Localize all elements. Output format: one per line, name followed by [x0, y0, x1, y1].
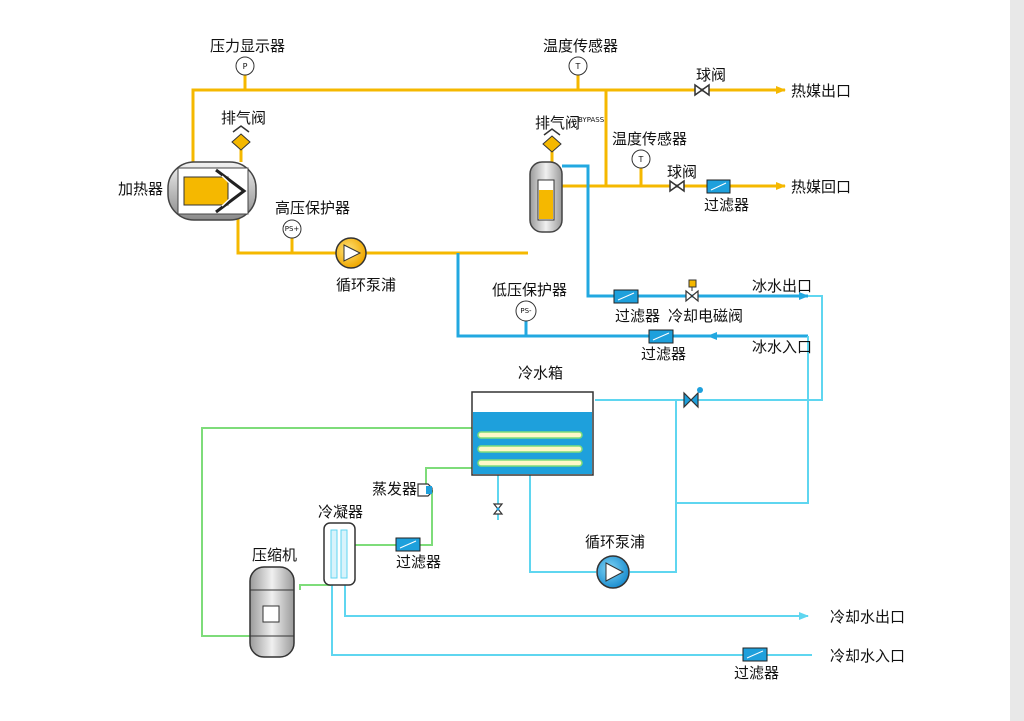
- buffer-tank: [529, 161, 563, 233]
- temperature-gauge-top-icon: T: [568, 56, 588, 76]
- bypass-label: BYPASS: [578, 116, 605, 124]
- ice-water-pipes: [456, 164, 823, 573]
- drain-valve-icon: [492, 503, 504, 515]
- filter-ice-out-label: 过滤器: [615, 307, 660, 325]
- low-pressure-protector-label: 低压保护器: [492, 281, 567, 299]
- filter-ice-out-icon: [613, 289, 639, 304]
- high-pressure-gauge-letter: PS+: [285, 225, 300, 233]
- filter-condenser-icon: [395, 537, 421, 552]
- bypass-valve-icon: [683, 387, 703, 409]
- low-pressure-gauge-icon: PS-: [515, 300, 537, 322]
- temp-sensor-mid-label: 温度传感器: [612, 130, 687, 148]
- cold-water-tank: [471, 391, 594, 476]
- temperature-gauge-top-letter: T: [575, 62, 581, 71]
- labels: 压力显示器 温度传感器 球阀 热媒出口 排气阀 排气阀 BYPASS 温度传感器…: [118, 37, 905, 682]
- filter-ice-in-icon: [648, 329, 674, 344]
- circulation-pump-hot-icon: [335, 237, 367, 269]
- heat-return-label: 热媒回口: [791, 178, 851, 196]
- evaporator-icon: [417, 483, 433, 497]
- ball-valve-mid-label: 球阀: [667, 163, 697, 181]
- cold-tank-label: 冷水箱: [518, 364, 563, 382]
- compressor: [249, 566, 295, 658]
- pressure-display-label: 压力显示器: [210, 37, 285, 55]
- ball-valve-mid-icon: [669, 179, 685, 193]
- cooling-water-inlet-label: 冷却水入口: [830, 647, 905, 665]
- temp-sensor-top-label: 温度传感器: [543, 37, 618, 55]
- heat-outlet-label: 热媒出口: [791, 82, 851, 100]
- condenser: [323, 522, 356, 586]
- filter-cooling-in-icon: [742, 647, 768, 662]
- low-pressure-gauge-letter: PS-: [520, 307, 532, 315]
- page-edge-bar: [1010, 0, 1024, 721]
- ball-valve-top-icon: [694, 83, 710, 97]
- condenser-label: 冷凝器: [318, 503, 363, 521]
- cooling-water-pipes: [331, 582, 812, 659]
- filter-cooling-in-label: 过滤器: [734, 664, 779, 682]
- filter-return-icon: [706, 179, 731, 194]
- filter-ice-in-label: 过滤器: [641, 345, 686, 363]
- cooling-water-outlet-label: 冷却水出口: [830, 608, 905, 626]
- pressure-gauge-icon: P: [235, 56, 255, 76]
- cooling-solenoid-label: 冷却电磁阀: [668, 307, 743, 325]
- high-pressure-protector-label: 高压保护器: [275, 199, 350, 217]
- temperature-gauge-mid-letter: T: [638, 155, 644, 164]
- pump-hot-label: 循环泵浦: [336, 276, 396, 294]
- vent-valve-left-icon: [231, 125, 251, 151]
- evaporator-label: 蒸发器: [372, 480, 417, 498]
- vent-valve-left-label: 排气阀: [221, 109, 266, 127]
- circulation-pump-cold-icon: [596, 555, 630, 589]
- vent-valve-right-icon: [542, 128, 562, 153]
- high-pressure-gauge-icon: PS+: [282, 219, 302, 239]
- heater: [167, 161, 257, 221]
- ball-valve-top-label: 球阀: [696, 66, 726, 84]
- ice-inlet-label: 冰水入口: [752, 338, 812, 356]
- filter-return-label: 过滤器: [704, 196, 749, 214]
- vent-valve-right-label: 排气阀: [535, 114, 580, 132]
- temperature-gauge-mid-icon: T: [631, 149, 651, 169]
- cooling-solenoid-valve-icon: [685, 279, 699, 303]
- pump-cold-label: 循环泵浦: [585, 533, 645, 551]
- ice-outlet-label: 冰水出口: [752, 277, 812, 295]
- compressor-label: 压缩机: [252, 546, 297, 564]
- pressure-gauge-letter: P: [243, 62, 248, 71]
- filter-condenser-label: 过滤器: [396, 553, 441, 571]
- heater-label: 加热器: [118, 180, 163, 198]
